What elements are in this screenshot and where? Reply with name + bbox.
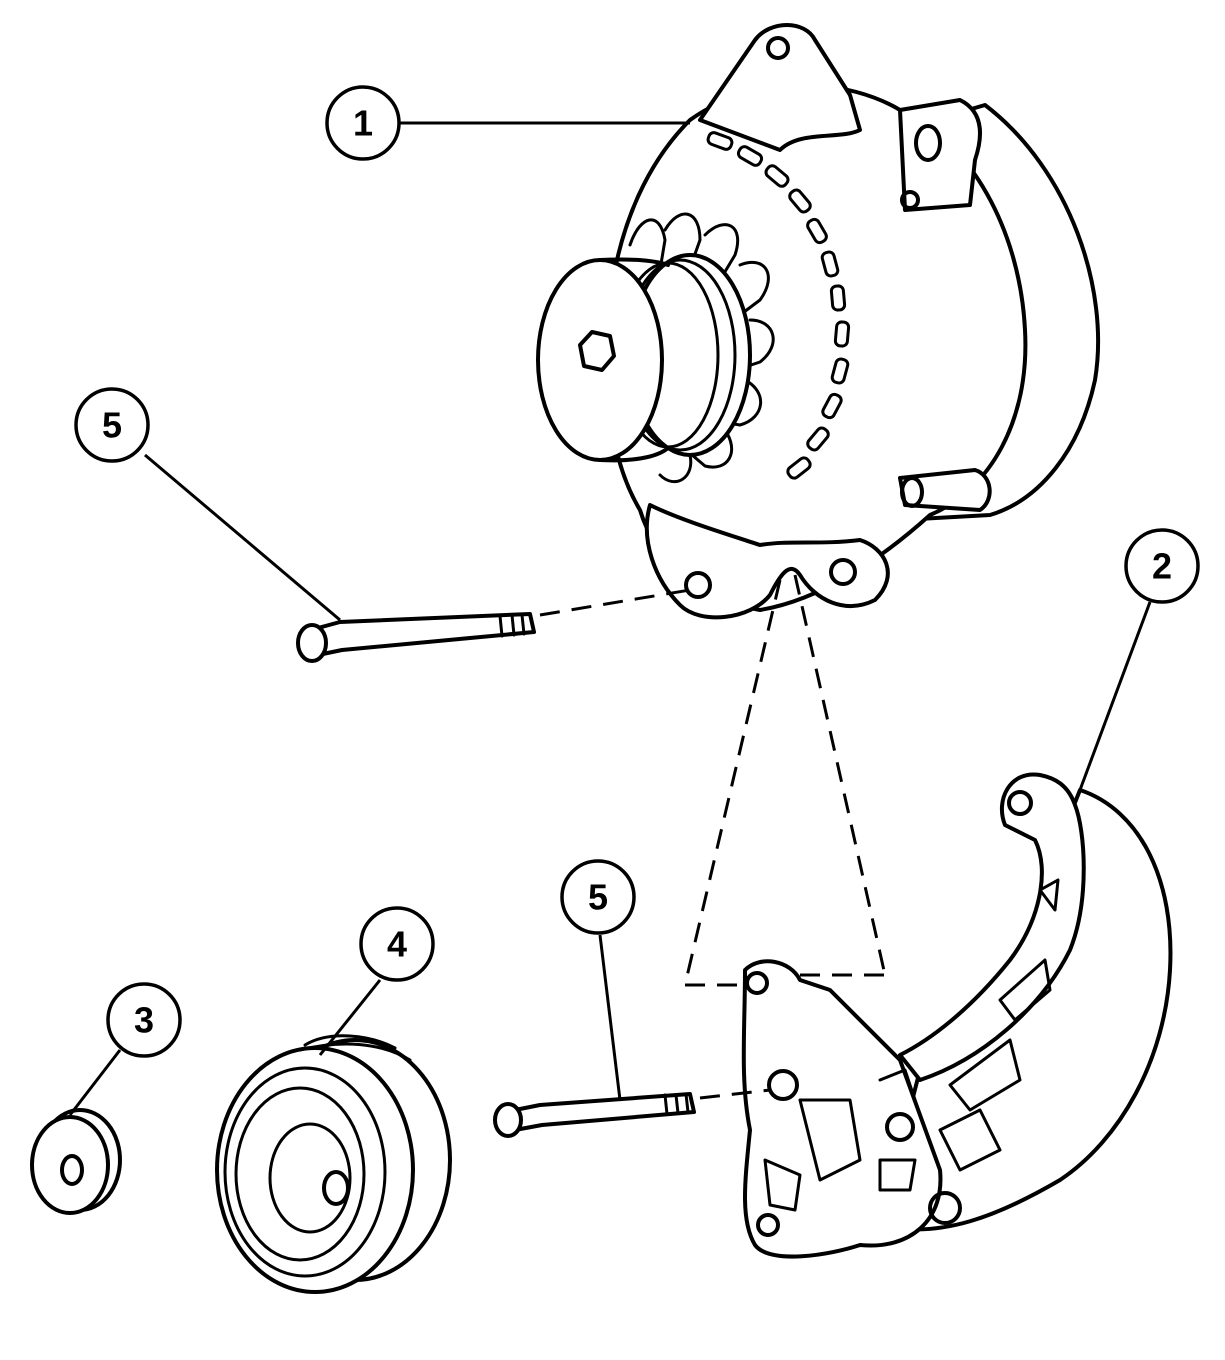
callout-4: 4: [359, 906, 435, 982]
callout-3-label: 3: [134, 1000, 154, 1041]
alternator: [536, 23, 1101, 620]
callout-leaders: [68, 121, 1152, 1116]
callout-2-label: 2: [1152, 546, 1172, 587]
callout-4-label: 4: [387, 924, 407, 965]
alternator-fan: [628, 212, 775, 484]
callout-1: 1: [325, 85, 401, 161]
alternator-pulley: [536, 253, 752, 463]
callout-5-upper: 5: [74, 387, 150, 463]
callout-5-lower-label: 5: [588, 877, 608, 918]
callout-5-lower: 5: [560, 859, 636, 935]
callout-1-label: 1: [353, 103, 373, 144]
alternator-vent-slots: [706, 131, 851, 480]
callout-3: 3: [106, 982, 182, 1058]
upper-bolt: [296, 612, 536, 663]
callout-2: 2: [1124, 528, 1200, 604]
alignment-lines: [539, 574, 887, 1100]
callout-5-upper-label: 5: [102, 405, 122, 446]
lower-bolt: [493, 1092, 696, 1138]
idler-pulley: [215, 1034, 452, 1294]
spacer-washer: [30, 1108, 122, 1215]
mounting-bracket: [741, 772, 1173, 1259]
pulley-nut-hex: [578, 330, 616, 372]
